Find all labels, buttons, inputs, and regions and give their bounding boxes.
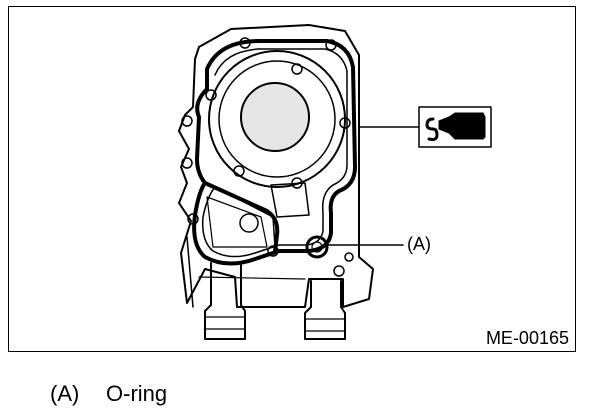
outlet-pipe [304,280,346,340]
o-ring-inner [311,241,323,253]
rotor-chamber [208,50,346,188]
bolt-hole [181,157,193,169]
oil-pump-cover-drawing [178,24,492,340]
bolt-hole [187,213,199,225]
bolt-hole [333,265,345,277]
figure-code: ME-00165 [485,328,569,348]
bolt-hole [239,37,251,49]
housing-outline [178,24,374,308]
diagram-frame: (A) ME-00165 [8,6,576,352]
bolt-hole [344,252,354,262]
flange-edge [198,276,306,280]
bolt-hole [325,39,337,51]
rotor-bore [240,82,310,152]
bolt-hole [181,115,193,127]
o-ring [305,235,329,259]
liquid-gasket-tube-icon [418,106,492,148]
legend-text: O-ring [106,381,168,406]
pocket-hole [239,213,259,233]
gasket-bead [203,181,280,253]
oil-pocket [206,196,268,248]
screw-head [233,165,245,177]
rotor-chamber-rim [218,60,336,178]
screw-head [291,63,303,75]
outlet-pipe-bands [304,318,346,332]
screw-head [205,89,217,101]
legend-key: (A) [50,381,80,406]
flange-edge [186,236,194,308]
outlet-pipe [204,262,246,340]
outlet-pipe-bands [204,316,246,330]
legend: (A) O-ring [50,382,167,406]
gasket-bead-inner [201,48,348,258]
callout-label-a: (A) [407,234,431,254]
relief-valve-boss [270,182,310,218]
bolt-hole [267,245,279,257]
screw-head [339,117,351,129]
